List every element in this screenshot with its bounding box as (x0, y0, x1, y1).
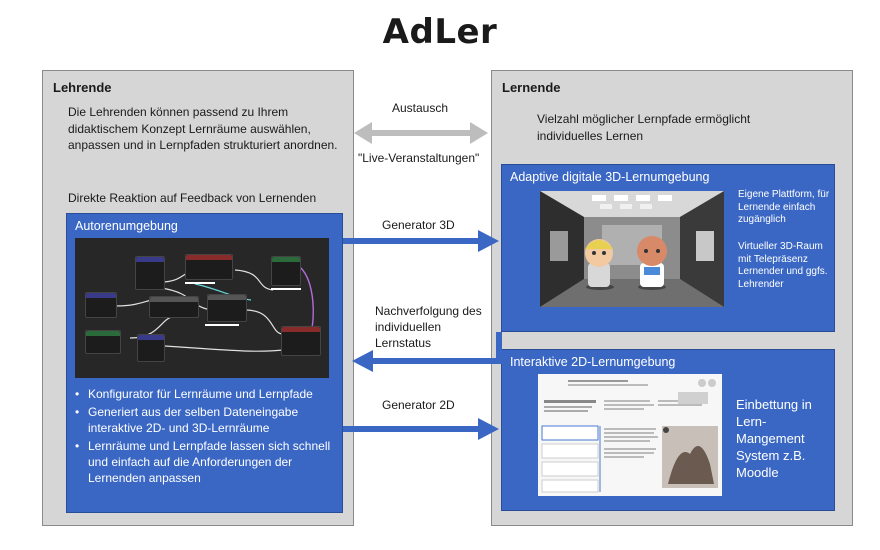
3d-scene-screenshot (540, 191, 724, 307)
node-editor-screenshot (75, 238, 329, 378)
feedback-text: Direkte Reaktion auf Feedback von Lernen… (68, 191, 317, 205)
node-rounded-math (207, 294, 247, 322)
node-set-position (281, 326, 321, 356)
generator-2d-arrow (343, 418, 499, 440)
node-input-direction (149, 296, 199, 318)
node-variable (85, 330, 121, 354)
autorenumgebung-heading: Autorenumgebung (75, 219, 178, 233)
telepresence-text: Virtueller 3D-Raum mit Telepräsenz Lerne… (738, 241, 828, 290)
node-function (85, 292, 117, 318)
tracking-label: Nachverfolgung des individuellen Lernsta… (375, 304, 482, 350)
interactive-2d-heading: Interaktive 2D-Lernumgebung (510, 355, 676, 369)
node-editor-bar (205, 324, 239, 326)
node-analysis (137, 334, 165, 362)
3d-room-illustration (540, 191, 724, 307)
bullet-item: Konfigurator für Lernräume und Lernpfade (73, 386, 335, 402)
generator-3d-arrow (343, 230, 499, 252)
adaptive-3d-heading: Adaptive digitale 3D-Lernumgebung (510, 170, 710, 184)
austausch-label: Austausch (392, 101, 449, 115)
live-events-label: "Live-Veranstaltungen" (358, 151, 480, 165)
lernende-description: Vielzahl möglicher Lernpfade ermöglicht … (537, 112, 751, 143)
autoren-bullet-list: Konfigurator für Lernräume und Lernpfade… (73, 386, 335, 488)
node-vector (271, 256, 301, 286)
lehrende-heading: Lehrende (53, 80, 112, 95)
page-title: AdLer (382, 12, 498, 52)
bullet-item: Lernräume und Lernpfade lassen sich schn… (73, 438, 335, 486)
exchange-arrow (354, 122, 488, 144)
node-self (135, 256, 165, 290)
bullet-item: Generiert aus der selben Dateneingabe in… (73, 404, 335, 436)
adaptive-3d-box: Adaptive digitale 3D-Lernumgebung (501, 164, 835, 332)
lehrende-description: Die Lehrenden können passend zu Ihrem di… (68, 105, 338, 152)
node-editor-bar (185, 282, 215, 284)
moodle-embedding-text: Einbettung in Lern-Mangement System z.B.… (736, 397, 812, 480)
platform-text: Eigene Plattform, für Lernende einfach z… (738, 189, 830, 225)
lernende-heading: Lernende (502, 80, 561, 95)
autorenumgebung-box: Autorenumgebung Konfigurator für Lernräu… (66, 213, 343, 513)
2d-lms-screenshot (538, 374, 722, 496)
generator-3d-label: Generator 3D (382, 218, 455, 232)
node-editor-bar (271, 288, 301, 290)
generator-2d-label: Generator 2D (382, 398, 455, 412)
node-grid-position (185, 254, 233, 280)
2d-lms-illustration (538, 374, 722, 496)
interactive-2d-box: Interaktive 2D-Lernumgebung (501, 349, 835, 511)
